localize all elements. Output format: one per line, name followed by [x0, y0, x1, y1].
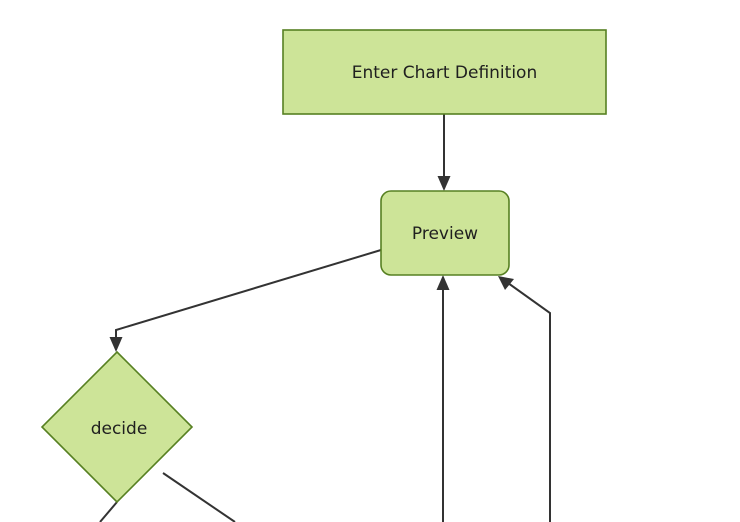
edge-decide-right-out — [162, 472, 236, 522]
node-shape-diamond — [40, 350, 194, 504]
node-shape-rounded-rectangle — [380, 190, 510, 276]
node-label-decide: decide — [91, 419, 148, 439]
edge-enter-to-preview — [437, 114, 451, 191]
edge-bottom-right-to-preview — [498, 276, 551, 522]
edge-bottom-center-to-preview — [436, 275, 450, 522]
node-label-enter-chart-definition: Enter Chart Definition — [352, 63, 537, 83]
edge-preview-to-decide — [109, 249, 382, 352]
node-shape-rectangle — [282, 29, 607, 115]
node-label-preview: Preview — [412, 224, 478, 244]
edge-line — [162, 472, 236, 522]
edge-line — [99, 501, 118, 522]
node-preview[interactable]: Preview — [380, 190, 510, 276]
node-enter-chart-definition[interactable]: Enter Chart Definition — [282, 29, 607, 115]
node-decide[interactable]: decide — [40, 350, 194, 504]
edge-line — [507, 282, 551, 522]
arrowhead-icon — [498, 276, 514, 290]
edge-line — [115, 249, 382, 340]
arrowhead-icon — [437, 176, 451, 191]
arrowhead-icon — [436, 275, 450, 290]
arrowhead-icon — [109, 337, 123, 352]
edge-decide-bottom-out — [99, 501, 118, 522]
